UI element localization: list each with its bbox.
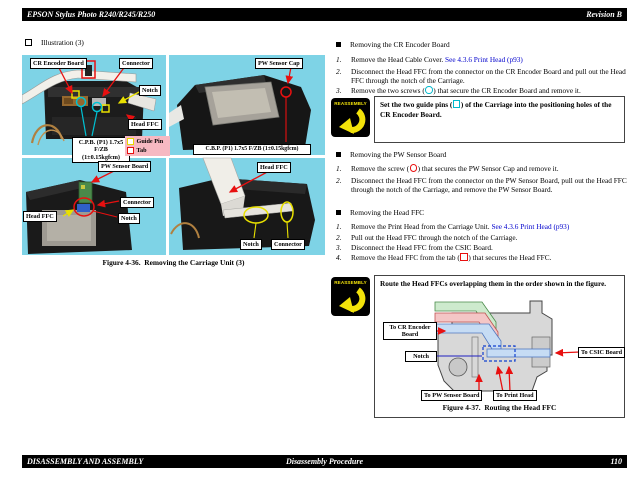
reassembly-badge: REASSEMBLY: [331, 98, 370, 137]
footer-chapter: Disassembly Procedure: [285, 457, 364, 466]
callout-connector-3: Connector: [271, 239, 305, 250]
callout-to-pw-sensor-board: To PW Sensor Board: [421, 390, 483, 401]
step: 1. Remove the Print Head from the Carria…: [336, 222, 570, 231]
guide-pin-symbol-icon: [452, 100, 461, 108]
step: 1. Remove the screw () that secures the …: [336, 164, 559, 173]
tab-swatch-icon: [127, 147, 134, 154]
callout-connector: Connector: [119, 58, 153, 69]
callout-connector-2: Connector: [120, 197, 154, 208]
callout-fig37-notch: Notch: [405, 351, 437, 362]
footer-page-number: 110: [610, 457, 622, 466]
callout-screw-spec: C.P.B. (P1) 1.7x5 F/ZB (1±0.15kgfcm): [72, 137, 130, 163]
figure-4-36-photo-grid: [22, 55, 325, 255]
illustration-heading-label: Illustration (3): [41, 38, 84, 47]
figure-4-37-caption: Figure 4-37. Routing the Head FFC: [442, 403, 557, 412]
callout-to-csic-board: To CSIC Board: [578, 347, 626, 358]
illustration-heading: Illustration (3): [25, 38, 84, 47]
photo-legend: Guide Pin Tab: [125, 136, 170, 156]
step: 3. Remove the two screws () that secure …: [336, 86, 581, 95]
step: 2. Disconnect the Head FFC from the conn…: [336, 176, 627, 195]
step: 2. Pull out the Head FFC through the not…: [336, 233, 518, 242]
filled-square-bullet-icon: [336, 210, 341, 215]
doc-title: EPSON Stylus Photo R240/R245/R250: [27, 10, 156, 19]
callout-notch-3: Notch: [240, 239, 262, 250]
open-square-bullet-icon: [25, 39, 32, 46]
callout-head-ffc-2: Head FFC: [23, 211, 57, 222]
screw-marker-icon: [91, 101, 103, 113]
reassembly-note-1: Set the two guide pins () of the Carriag…: [374, 96, 625, 143]
photo-pw-sensor-cap: [169, 55, 325, 155]
callout-head-ffc: Head FFC: [128, 119, 162, 130]
notch-dashed-outline: [482, 345, 516, 362]
callout-cr-encoder-board: CR Encoder Board: [30, 58, 87, 69]
callout-pw-sensor-board: PW Sensor Board: [98, 161, 152, 172]
callout-to-print-head: To Print Head: [493, 390, 537, 401]
screw-marker-cyan-icon: [425, 86, 433, 94]
reassembly-badge: REASSEMBLY: [331, 277, 370, 316]
callout-pw-sensor-cap: PW Sensor Cap: [255, 58, 303, 69]
reassembly-arrow-icon: [339, 287, 366, 313]
section-title-head-ffc: Removing the Head FFC: [336, 208, 627, 217]
reassembly-arrow-icon: [339, 108, 366, 134]
guide-pin-marker-icon: [71, 90, 80, 99]
cross-reference-link[interactable]: See 4.3.6 Print Head (p93): [491, 222, 570, 231]
callout-head-ffc-3: Head FFC: [257, 162, 291, 173]
footer-bar: DISASSEMBLY AND ASSEMBLY Disassembly Pro…: [22, 455, 627, 468]
screw-marker-red-icon: [409, 164, 418, 172]
photo-head-ffc: [169, 157, 325, 255]
header-bar: EPSON Stylus Photo R240/R245/R250 Revisi…: [22, 8, 627, 21]
legend-tab: Tab: [127, 146, 168, 155]
filled-square-bullet-icon: [336, 152, 341, 157]
cross-reference-link[interactable]: See 4.3.6 Print Head (p93): [445, 55, 523, 64]
tab-marker-icon: [81, 60, 96, 79]
reassembly-badge-label: REASSEMBLY: [334, 100, 367, 106]
footer-section: DISASSEMBLY AND ASSEMBLY: [27, 457, 144, 466]
callout-to-cr-encoder-board: To CR Encoder Board: [383, 322, 437, 340]
ffc-to-csic: [486, 348, 551, 358]
callout-notch: Notch: [139, 85, 161, 96]
step: 4. Remove the Head FFC from the tab () t…: [336, 253, 552, 262]
figure-4-37-diagram: [431, 300, 581, 393]
revision-label: Revision B: [586, 10, 622, 19]
carriage-cross-section: [431, 300, 581, 393]
photo-cr-encoder-board: [22, 55, 166, 155]
step: 3. Disconnect the Head FFC from the CSIC…: [336, 243, 493, 252]
legend-guide-pin: Guide Pin: [127, 137, 168, 146]
section-title-pw-sensor: Removing the PW Sensor Board: [336, 150, 627, 159]
callout-notch-2: Notch: [118, 213, 140, 224]
tab-symbol-icon: [460, 253, 468, 261]
guide-pin-swatch-icon: [127, 138, 134, 145]
figure-4-36-caption: Figure 4-36. Removing the Carriage Unit …: [102, 258, 245, 267]
filled-square-bullet-icon: [336, 42, 341, 47]
section-title-cr-encoder: Removing the CR Encoder Board: [336, 40, 627, 49]
callout-screw-spec-2: C.B.P. (P1) 1.7x5 F/ZB (1±0.15kgfcm): [193, 144, 311, 155]
reassembly-badge-label: REASSEMBLY: [334, 279, 367, 285]
screw-marker-icon: [75, 96, 87, 108]
step: 2. Disconnect the Head FFC from the conn…: [336, 67, 626, 86]
step: 1. Remove the Head Cable Cover. See 4.3.…: [336, 55, 523, 64]
